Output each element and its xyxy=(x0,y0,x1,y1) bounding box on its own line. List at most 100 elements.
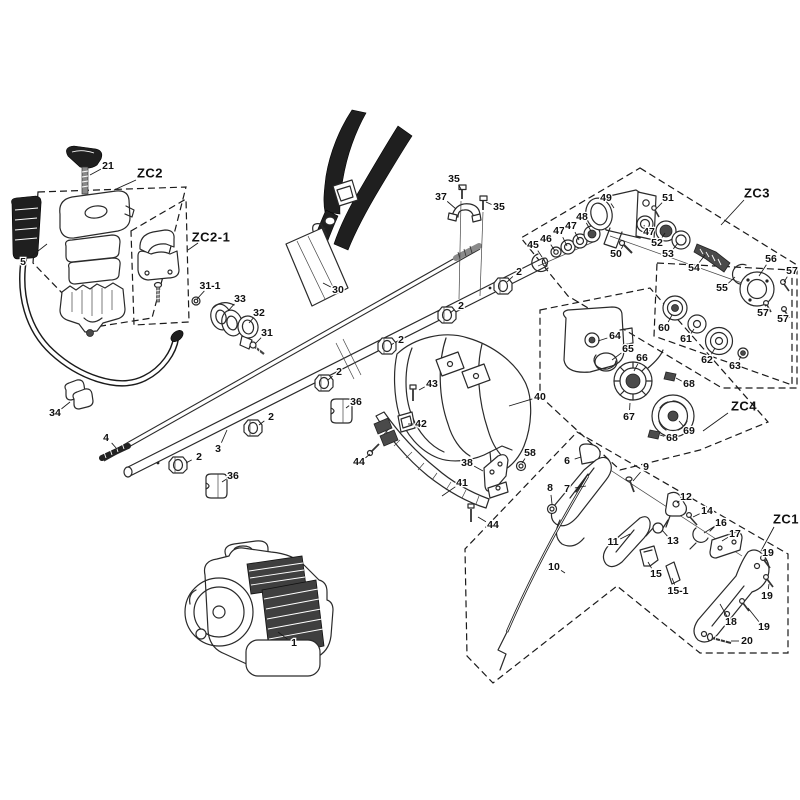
callout-leader-69 xyxy=(678,420,684,427)
clamp-half-drawing xyxy=(137,229,180,303)
callout-leader-38 xyxy=(473,465,484,472)
part-callout-19: 19 xyxy=(762,547,774,559)
callout-leader-53 xyxy=(673,242,679,250)
engine-drawing xyxy=(184,540,334,677)
callout-leader-56 xyxy=(758,264,767,277)
part-callout-31-1: 31-1 xyxy=(199,280,220,292)
part-callout-19: 19 xyxy=(761,590,773,602)
callout-leader-17 xyxy=(721,536,729,542)
part-callout-62: 62 xyxy=(701,354,713,366)
callout-leader-47 xyxy=(562,236,568,247)
part-callout-50: 50 xyxy=(610,248,622,260)
callout-leader-46 xyxy=(550,244,556,252)
part-callout-47: 47 xyxy=(565,220,577,232)
callout-labels: 21534431-1333231303537352222223636314340… xyxy=(19,159,799,651)
part-callout-64: 64 xyxy=(609,330,621,342)
part-callout-17: 17 xyxy=(729,528,741,540)
part-callout-60: 60 xyxy=(658,322,670,334)
part-callout-61: 61 xyxy=(680,333,692,345)
part-callout-56: 56 xyxy=(765,253,777,265)
part-callout-47: 47 xyxy=(553,225,565,237)
callout-leader-30 xyxy=(322,282,331,288)
callout-leader-32 xyxy=(248,317,254,324)
callout-leader-12 xyxy=(676,500,680,504)
part-callout-35: 35 xyxy=(448,173,460,185)
part-callout-68: 68 xyxy=(683,378,695,390)
callout-leader-14 xyxy=(692,513,700,518)
part-callout-38: 38 xyxy=(461,457,473,469)
part-callout-44: 44 xyxy=(487,519,499,531)
callout-leader-19 xyxy=(747,607,760,622)
part-callout-67: 67 xyxy=(623,411,635,423)
part-callout-63: 63 xyxy=(729,360,741,372)
part-callout-55: 55 xyxy=(716,282,728,294)
callout-leader-44 xyxy=(477,516,487,523)
part-callout-33: 33 xyxy=(234,293,246,305)
callout-leader-2 xyxy=(258,420,265,426)
callout-leader-37 xyxy=(446,201,457,210)
throttle-handle-drawing xyxy=(497,443,774,671)
callout-leader-21 xyxy=(89,168,102,176)
callout-leader-54 xyxy=(698,254,706,263)
part-callout-69: 69 xyxy=(683,425,695,437)
part-callout-5: 5 xyxy=(20,256,26,268)
callout-leader-50 xyxy=(620,245,624,249)
callout-leader-41 xyxy=(441,486,456,497)
part-callout-3: 3 xyxy=(215,443,221,455)
part-callout-46: 46 xyxy=(540,233,552,245)
part-callout-19: 19 xyxy=(758,621,770,633)
callout-leader-58 xyxy=(521,458,526,464)
callout-leader-2 xyxy=(506,276,514,283)
part-callout-31: 31 xyxy=(261,327,273,339)
hanger-clamp-drawing xyxy=(447,184,488,300)
callout-leader-2 xyxy=(449,309,455,314)
part-callout-2: 2 xyxy=(398,334,404,346)
part-callout-36: 36 xyxy=(350,396,362,408)
callout-leader-2 xyxy=(327,375,333,381)
blade-strip-drawing xyxy=(366,384,490,522)
part-callout-54: 54 xyxy=(688,262,700,274)
callout-leader-62 xyxy=(711,347,716,355)
callout-leader-36 xyxy=(221,478,227,483)
callout-leader-40 xyxy=(508,398,533,407)
part-callout-35: 35 xyxy=(493,201,505,213)
callout-leader-55 xyxy=(727,276,736,284)
handle-screws xyxy=(706,554,774,644)
part-callout-12: 12 xyxy=(680,491,692,503)
callout-leader-35 xyxy=(485,201,492,205)
callout-leader-31 xyxy=(254,337,262,345)
zone-leader-ZC1 xyxy=(760,526,775,552)
part-callout-36: 36 xyxy=(227,470,239,482)
handle-cover-drawing xyxy=(59,190,135,337)
callout-leader-10 xyxy=(560,569,566,574)
part-callout-40: 40 xyxy=(534,391,546,403)
zone-label-ZC4: ZC4 xyxy=(731,399,757,414)
callout-leader-60 xyxy=(667,314,673,323)
callout-leader-3 xyxy=(221,429,228,443)
handle-bracket-parts-drawing xyxy=(191,296,265,355)
zone-label-ZC3: ZC3 xyxy=(744,186,770,201)
zone-label-ZC2-1: ZC2-1 xyxy=(192,230,231,245)
part-callout-15-1: 15-1 xyxy=(667,585,688,597)
callout-leader-45 xyxy=(537,250,543,258)
callout-leader-63 xyxy=(738,355,742,361)
callout-leader-66 xyxy=(633,363,639,372)
zone-label-ZC2: ZC2 xyxy=(137,166,163,181)
guard-drawing xyxy=(393,334,532,472)
tube-clamp-nuts xyxy=(168,277,513,499)
part-callout-37: 37 xyxy=(435,191,447,203)
callout-leader-34 xyxy=(61,401,71,410)
part-callout-7: 7 xyxy=(564,483,570,495)
part-callout-2: 2 xyxy=(268,411,274,423)
part-callout-4: 4 xyxy=(103,432,109,444)
callout-leader-68 xyxy=(659,434,665,437)
callout-leader-16 xyxy=(703,526,715,534)
part-callout-14: 14 xyxy=(701,505,713,517)
zone-outline-ZC3-inner xyxy=(653,262,793,386)
part-callout-43: 43 xyxy=(426,378,438,390)
part-callout-10: 10 xyxy=(548,561,560,573)
part-callout-47: 47 xyxy=(643,226,655,238)
part-callout-8: 8 xyxy=(547,482,553,494)
